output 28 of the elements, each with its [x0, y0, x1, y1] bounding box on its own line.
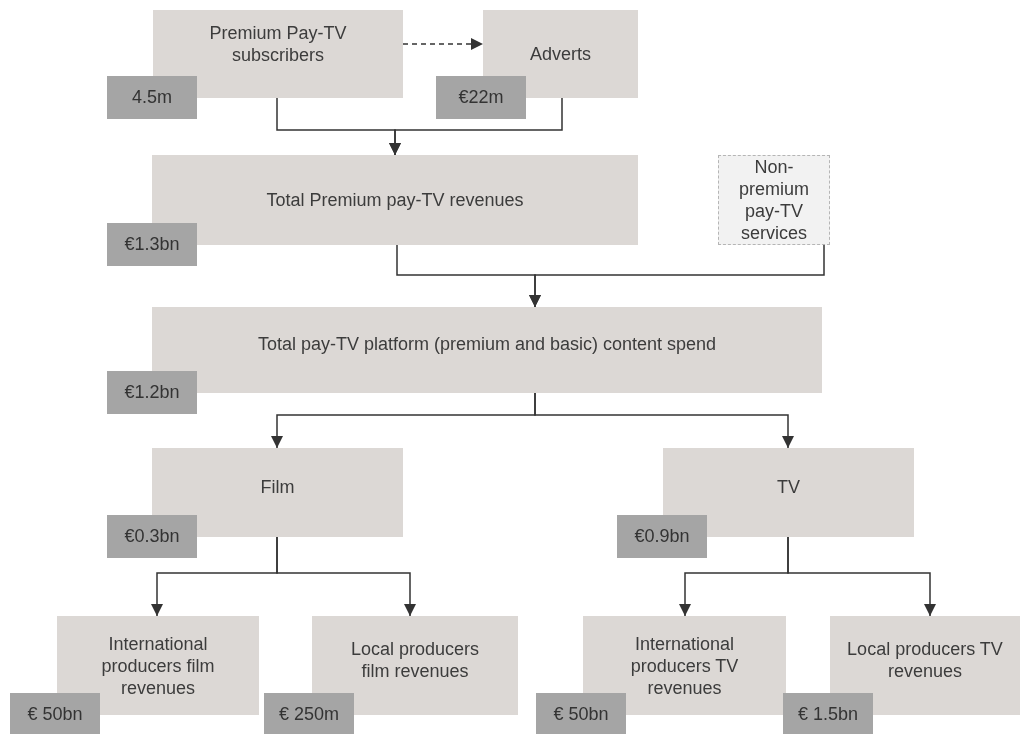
value-tag: € 250m — [264, 693, 354, 734]
box-label: TV — [777, 475, 800, 498]
value-tag: € 1.5bn — [783, 693, 873, 734]
box-label: International producers film revenues — [100, 632, 216, 699]
dashed-box — [718, 155, 830, 245]
box-label: Total pay-TV platform (premium and basic) content spend — [257, 333, 717, 355]
value-tag: 4.5m — [107, 76, 197, 119]
arrow — [529, 244, 825, 308]
value-tag: €1.2bn — [107, 371, 197, 414]
box-label: Local producers film revenues — [349, 637, 481, 682]
box-label: Film — [260, 475, 295, 498]
value-tag: € 50bn — [536, 693, 626, 734]
box-label: Local producers TV revenues — [846, 637, 1004, 682]
value-tag: €22m — [436, 76, 526, 119]
box-label: International producers TV revenues — [629, 632, 740, 699]
arrow — [276, 536, 416, 617]
box-label: Premium Pay-TV subscribers — [208, 22, 348, 66]
arrow — [402, 38, 484, 50]
box-label: Total Premium pay-TV revenues — [266, 189, 524, 211]
value-tag: €0.3bn — [107, 515, 197, 558]
arrow — [389, 97, 563, 156]
arrow — [534, 392, 794, 449]
box-label: Non-premium pay-TV services — [738, 156, 810, 244]
value-tag: €1.3bn — [107, 223, 197, 266]
box-label: Adverts — [530, 43, 591, 65]
arrow — [787, 536, 936, 617]
value-tag: €0.9bn — [617, 515, 707, 558]
value-tag: € 50bn — [10, 693, 100, 734]
